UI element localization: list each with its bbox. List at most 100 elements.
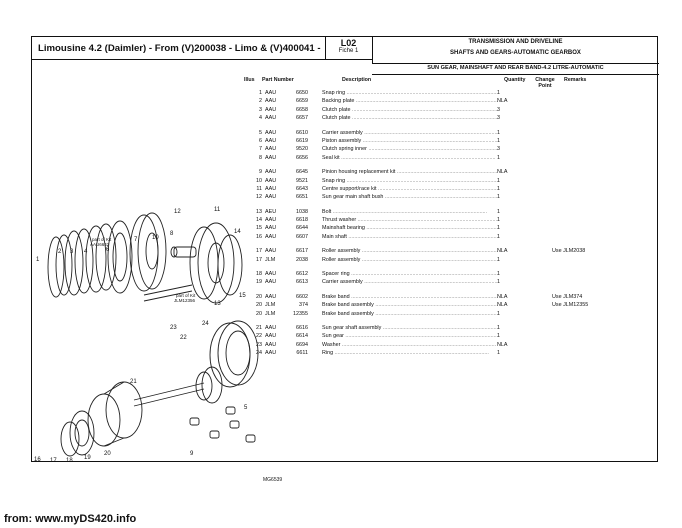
- quantity-cell: 1: [497, 324, 500, 331]
- parts-row: 13AEU1038Bolt1: [252, 209, 652, 217]
- illus-cell: 5: [259, 129, 262, 136]
- part-number-cell: 6611: [296, 350, 308, 357]
- description-cell: Washer: [322, 342, 498, 348]
- quantity-cell: 1: [497, 279, 500, 286]
- prefix-cell: AAU: [265, 185, 277, 192]
- callout-19: 19: [84, 455, 91, 461]
- description-cell: Mainshaft bearing: [322, 225, 498, 231]
- callout-11: 11: [214, 207, 221, 213]
- description-cell: Pinion housing replacement kit: [322, 169, 498, 175]
- quantity-cell: 1: [497, 129, 500, 136]
- illus-cell: 3: [259, 106, 262, 113]
- illus-cell: 6: [259, 137, 262, 144]
- col-change-point: Change Point: [535, 77, 555, 89]
- part-number-cell: 6618: [296, 217, 308, 224]
- parts-row: 24AAU6611Ring1: [252, 350, 652, 358]
- callout-13: 13: [214, 301, 221, 307]
- description-cell: Spacer ring: [322, 271, 498, 277]
- divider: [372, 63, 659, 64]
- description-cell: Roller assembly: [322, 248, 498, 254]
- illus-cell: 17: [256, 248, 262, 255]
- col-quantity: Quantity: [504, 77, 526, 83]
- col-part-number: Part Number: [262, 77, 294, 83]
- prefix-cell: AAU: [265, 271, 277, 278]
- diagram-ref: MG6539: [263, 477, 283, 483]
- quantity-cell: 1: [497, 271, 500, 278]
- quantity-cell: NLA: [497, 248, 508, 255]
- description-cell: Roller assembly: [322, 257, 498, 263]
- prefix-cell: AAU: [265, 90, 277, 96]
- parts-row: 23AAU6694WasherNLA: [252, 342, 652, 350]
- part-number-cell: 6616: [296, 324, 308, 331]
- illus-cell: 17: [256, 256, 262, 263]
- prefix-cell: JLM: [265, 256, 276, 263]
- illus-cell: 14: [256, 217, 262, 224]
- illus-cell: 10: [256, 177, 262, 184]
- kit-number-1: AAU6642: [90, 242, 110, 247]
- prefix-cell: AAU: [265, 350, 277, 357]
- subsection-name: SHAFTS AND GEARS-AUTOMATIC GEARBOX: [450, 50, 581, 56]
- kit-number-2: JLM12356: [174, 298, 196, 303]
- fiche-box: L02 Fiche 1: [325, 37, 372, 59]
- part-number-cell: 9521: [296, 177, 308, 184]
- callout-12: 12: [174, 209, 181, 215]
- quantity-cell: 1: [497, 137, 500, 144]
- callout-8: 8: [170, 231, 174, 237]
- prefix-cell: AAU: [265, 217, 277, 224]
- part-number-cell: 1038: [296, 208, 308, 215]
- illus-cell: 13: [256, 208, 262, 215]
- prefix-cell: AAU: [265, 177, 277, 184]
- callout-18: 18: [66, 458, 73, 464]
- illus-cell: 9: [259, 169, 262, 176]
- prefix-cell: AAU: [265, 106, 277, 113]
- prefix-cell: AAU: [265, 324, 277, 331]
- quantity-cell: 1: [497, 217, 500, 224]
- quantity-cell: 1: [497, 225, 500, 232]
- description-cell: Thrust washer: [322, 217, 498, 223]
- divider: [325, 37, 326, 59]
- part-number-cell: 374: [299, 302, 308, 309]
- description-cell: Ring: [322, 350, 498, 356]
- illus-cell: 16: [256, 233, 262, 240]
- quantity-cell: 1: [497, 233, 500, 240]
- description-cell: Snap ring: [322, 90, 498, 96]
- illus-cell: 2: [259, 98, 262, 105]
- description-cell: Brake band: [322, 294, 498, 300]
- illus-cell: 22: [256, 333, 262, 340]
- description-cell: Carrier assembly: [322, 279, 498, 285]
- prefix-cell: AAU: [265, 225, 277, 232]
- description-cell: Clutch spring inner: [322, 146, 498, 152]
- callout-9: 9: [190, 451, 194, 457]
- description-cell: Main shaft: [322, 234, 498, 240]
- part-number-cell: 6614: [296, 333, 308, 340]
- illus-cell: 24: [256, 350, 262, 357]
- fiche-label: Fiche 1: [338, 48, 359, 54]
- divider: [32, 59, 372, 60]
- description-cell: Piston assembly: [322, 138, 498, 144]
- illus-cell: 20: [256, 310, 262, 317]
- callout-6: 6: [106, 247, 110, 253]
- quantity-cell: NLA: [497, 293, 508, 300]
- divider: [372, 74, 659, 75]
- callout-20: 20: [104, 451, 111, 457]
- section-name: TRANSMISSION AND DRIVELINE: [468, 39, 563, 45]
- part-number-cell: 6650: [296, 90, 308, 96]
- part-number-cell: 2038: [296, 256, 308, 263]
- part-number-cell: 6612: [296, 271, 308, 278]
- illus-cell: 12: [256, 194, 262, 201]
